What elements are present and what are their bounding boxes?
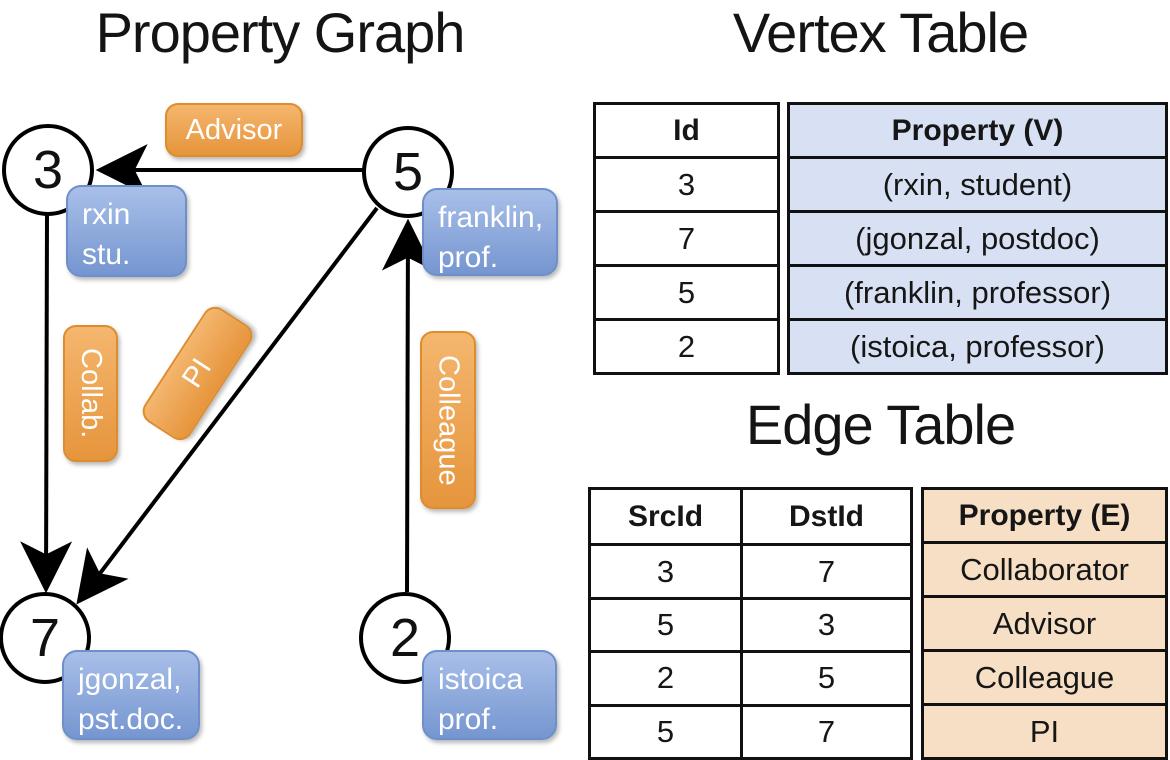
node-property-line: prof. <box>438 241 499 274</box>
vertex-row-id: 5 <box>596 264 777 318</box>
edge-row-dst: 3 <box>740 596 910 651</box>
node-property-label-jgonzal: jgonzal, pst.doc. <box>62 650 200 740</box>
node-property-line: istoica <box>438 663 524 696</box>
graph-edges-canvas <box>20 144 434 605</box>
edge-table: SrcId DstId 3 7 5 3 2 5 5 7 Property (E)… <box>588 487 1168 760</box>
edge-row-dst: 7 <box>740 703 910 757</box>
vertex-row-property: (franklin, professor) <box>790 264 1165 318</box>
node-property-line: franklin, <box>438 201 544 234</box>
vertex-row-id: 3 <box>596 156 777 210</box>
edge-table-ids-columns: SrcId DstId 3 7 5 3 2 5 5 7 <box>588 487 913 760</box>
vertex-table-header-property: Property (V) <box>891 113 1064 147</box>
edge-label-advisor: Advisor <box>165 103 303 157</box>
edge-table-property-column: Property (E) Collaborator Advisor Collea… <box>921 487 1168 760</box>
edge-label-text: PI <box>176 353 218 394</box>
vertex-row-property: (jgonzal, postdoc) <box>790 210 1165 264</box>
edge-row-src: 2 <box>591 650 740 703</box>
node-property-label-istoica: istoica prof. <box>422 650 557 740</box>
node-id-label: 5 <box>392 142 424 202</box>
node-property-label-rxin: rxin stu. <box>66 185 187 277</box>
edge-arrow-5-to-7 <box>76 206 379 605</box>
node-property-line: rxin <box>82 198 131 231</box>
edge-label-text: Colleague <box>432 354 465 486</box>
edge-label-text: Advisor <box>185 113 283 146</box>
edge-label-text: Collab. <box>75 348 107 439</box>
edge-row-property: Colleague <box>924 649 1165 703</box>
edge-row-dst: 7 <box>740 543 910 597</box>
property-graph-panel: Property Graph 3 5 7 2 Advisor Collab. P… <box>0 0 560 760</box>
vertex-table-header-id: Id <box>673 113 700 147</box>
edge-arrow-2-to-5 <box>381 218 434 593</box>
edge-label-collab: Collab. <box>63 325 118 462</box>
vertex-table-id-column: Id 3 7 5 2 <box>593 102 780 375</box>
property-graph-title: Property Graph <box>95 1 466 64</box>
vertex-table-property-column: Property (V) (rxin, student) (jgonzal, p… <box>787 102 1168 375</box>
graph-node-2: 2 <box>359 592 451 684</box>
graph-node-5: 5 <box>362 126 454 218</box>
vertex-table-title: Vertex Table <box>732 1 1029 64</box>
edge-row-dst: 5 <box>740 650 910 704</box>
node-property-line: prof. <box>438 703 499 736</box>
edge-row-src: 3 <box>591 543 740 596</box>
edge-table-title: Edge Table <box>745 393 1016 456</box>
node-property-line: pst.doc. <box>78 703 184 736</box>
edge-table-header-property: Property (E) <box>958 498 1131 532</box>
node-property-line: stu. <box>82 238 131 271</box>
node-id-label: 7 <box>29 608 61 668</box>
vertex-table: Id 3 7 5 2 Property (V) (rxin, student) … <box>593 102 1168 375</box>
node-id-label: 2 <box>389 608 421 668</box>
vertex-row-id: 7 <box>596 210 777 264</box>
edge-row-src: 5 <box>591 703 740 757</box>
edge-table-header-dstid: DstId <box>740 490 910 544</box>
edge-row-property: Advisor <box>924 595 1165 649</box>
edge-row-property: Collaborator <box>924 541 1165 595</box>
edge-table-header-srcid: SrcId <box>627 499 704 533</box>
vertex-row-id: 2 <box>596 318 777 372</box>
node-property-label-franklin: franklin, prof. <box>422 188 558 276</box>
vertex-row-property: (rxin, student) <box>790 156 1165 210</box>
edge-label-colleague: Colleague <box>420 331 476 509</box>
edge-row-property: PI <box>924 703 1165 757</box>
vertex-row-property: (istoica, professor) <box>790 318 1165 372</box>
node-property-line: jgonzal, <box>78 663 182 696</box>
edge-arrow-3-to-7 <box>20 213 73 594</box>
edge-row-src: 5 <box>591 596 740 650</box>
node-id-label: 3 <box>32 140 64 200</box>
